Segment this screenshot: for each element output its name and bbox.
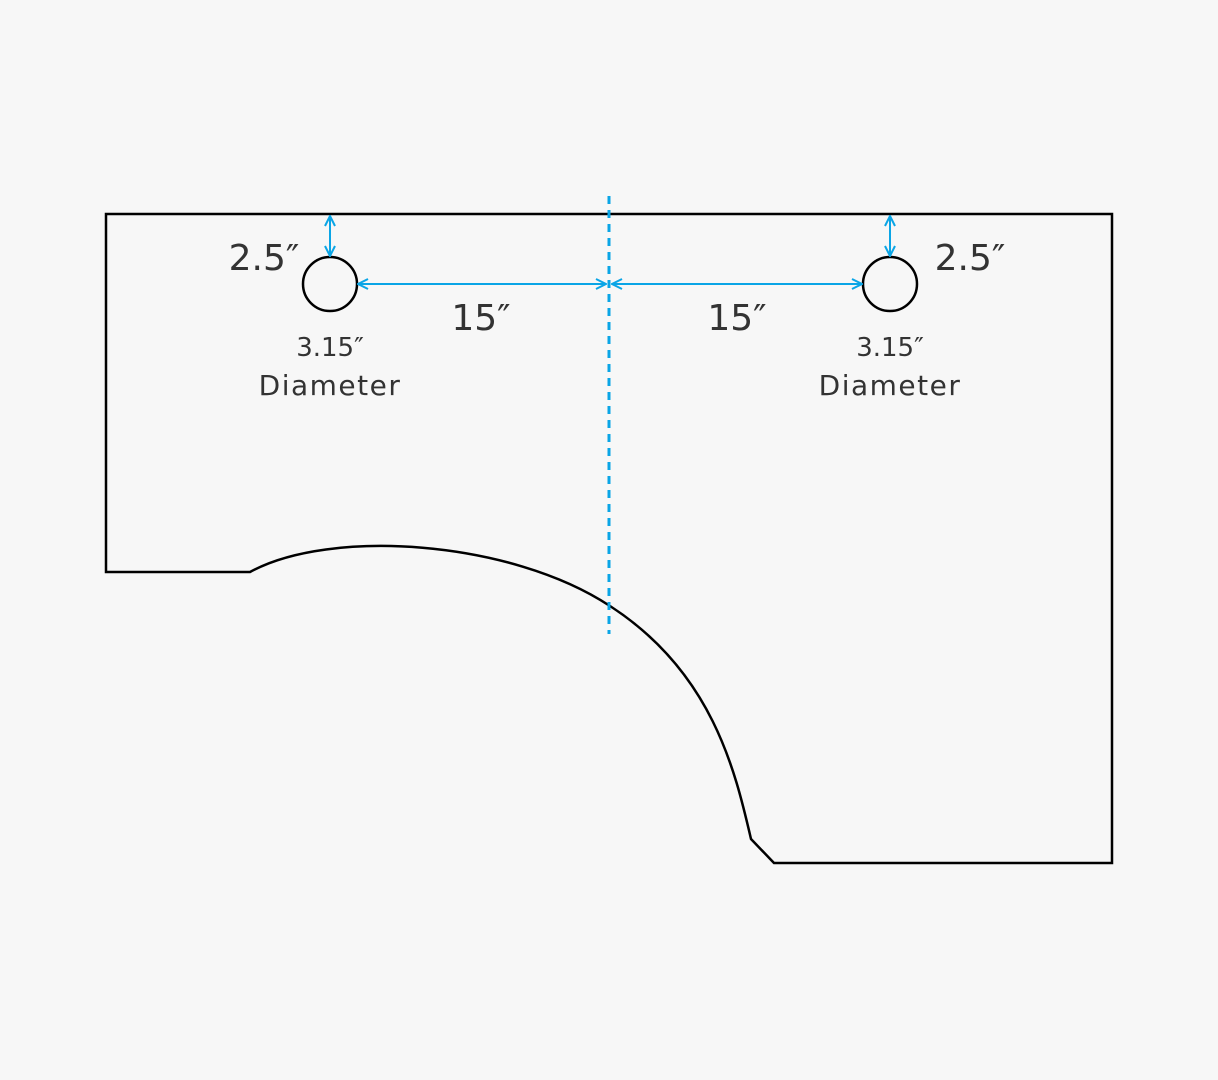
- left-grommet-hole: [301, 255, 359, 313]
- right-grommet-hole: [861, 255, 919, 313]
- left-hole-caption: Diameter: [259, 369, 402, 402]
- left-spacing-label: 15″: [451, 298, 510, 339]
- right-spacing-label: 15″: [707, 298, 766, 339]
- right-hole-caption: Diameter: [819, 369, 962, 402]
- left-offset-label: 2.5″: [229, 238, 300, 279]
- right-offset-label: 2.5″: [935, 238, 1006, 279]
- left-hole-size-label: 3.15″: [296, 333, 364, 363]
- right-hole-size-label: 3.15″: [856, 333, 924, 363]
